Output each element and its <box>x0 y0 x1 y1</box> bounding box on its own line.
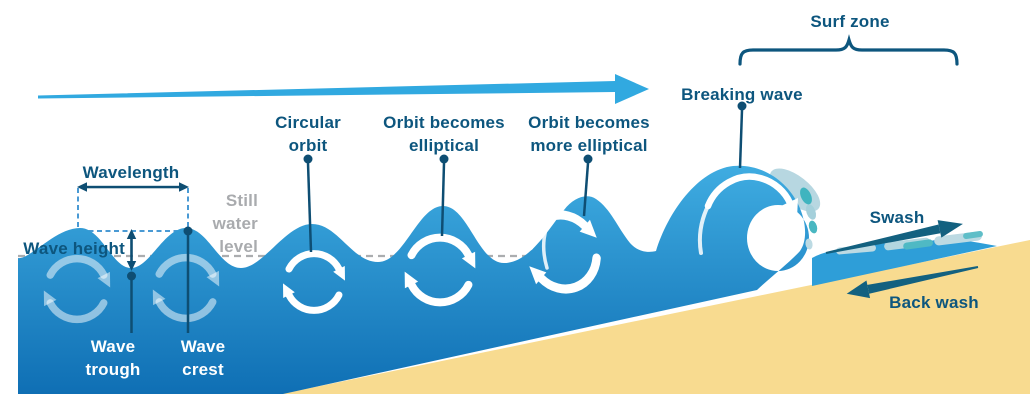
wavelength-guide-lines <box>77 188 189 232</box>
breaking-wave-droplets <box>800 187 818 250</box>
orbit-more-elliptical-label: Orbit becomes more elliptical <box>528 113 650 155</box>
wave-trough-label: Wave trough <box>85 337 141 379</box>
swash-label: Swash <box>869 208 925 227</box>
leader-dots <box>127 101 747 281</box>
circular-orbit-label: Circular orbit <box>275 113 341 155</box>
back-wash-label: Back wash <box>889 293 979 312</box>
backwash-arrow-icon <box>846 266 979 299</box>
wavelength-label: Wavelength <box>82 163 180 182</box>
still-water-level-label: Still water level <box>212 191 258 256</box>
leader-lines <box>130 109 744 333</box>
wave-direction-arrow <box>38 74 649 104</box>
surf-zone-label: Surf zone <box>810 12 890 31</box>
breaking-wave-label: Breaking wave <box>681 85 803 104</box>
wave-crest-label: Wave crest <box>180 337 226 379</box>
wavelength-arrow <box>77 182 189 192</box>
breaking-wave-arrow-icon <box>704 173 798 218</box>
wave-height-arrow <box>126 229 137 271</box>
swash-foam <box>836 231 983 255</box>
wave-height-label: Wave height <box>23 239 125 258</box>
surf-zone-brace <box>738 34 959 66</box>
orbit-elliptical-label: Orbit becomes elliptical <box>383 113 505 155</box>
swash-arrow-icon <box>825 220 963 254</box>
wave-highlight <box>541 211 556 270</box>
